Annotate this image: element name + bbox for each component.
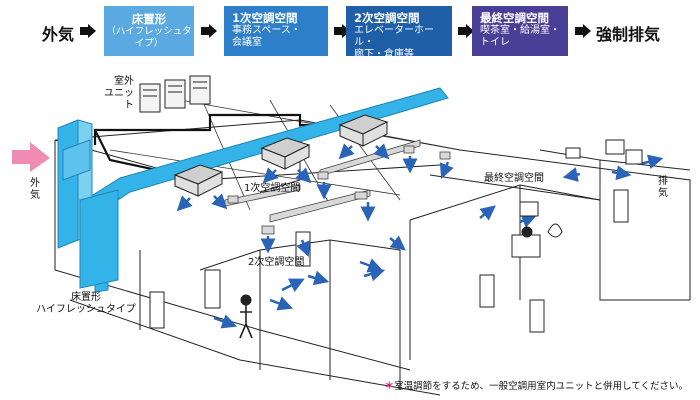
step-floor-unit-title: 床置形	[131, 12, 167, 26]
outdoor-unit-label: 室外 ユニット	[104, 76, 134, 111]
step-final-title: 最終空調空間	[480, 11, 549, 25]
final-space-label: 最終空調空間	[484, 173, 544, 184]
step-primary-space: 1次空調空間 事務スペース・ 会議室	[224, 6, 328, 56]
step-final-space: 最終空調空間 喫茶室・給湯室・ トイレ	[472, 6, 568, 56]
secondary-space-label: 2次空調空間	[248, 257, 305, 268]
floor-unit-icon	[57, 119, 119, 289]
lounge-furniture-icon	[239, 201, 563, 339]
forced-exhaust-label: 強制排気	[596, 25, 661, 44]
step-secondary-sub: エレベーターホール・ 廊下・倉庫等	[354, 25, 434, 60]
outside-air-side-label: 外 気	[30, 178, 40, 201]
step-secondary-space: 2次空調空間 エレベーターホール・ 廊下・倉庫等	[346, 6, 452, 60]
exhaust-side-label: 排 気	[658, 176, 668, 199]
intake-arrow-icon	[12, 142, 50, 172]
step-floor-unit-sub: （ハイフレッシュタイプ）	[106, 26, 192, 49]
flow-arrow-icon	[458, 24, 474, 38]
step-primary-title: 1次空調空間	[232, 11, 298, 25]
primary-space-label: 1次空調空間	[244, 183, 301, 194]
flow-arrow-icon	[201, 24, 217, 38]
door-icon	[149, 189, 629, 333]
airflow-sequence: 外気 床置形 （ハイフレッシュタイプ） 1次空調空間 事務スペース・ 会議室 2…	[0, 0, 700, 64]
building-outline	[54, 119, 691, 396]
building-illustration	[12, 75, 691, 396]
step-floor-unit: 床置形 （ハイフレッシュタイプ）	[104, 6, 194, 56]
step-primary-sub: 事務スペース・ 会議室	[232, 25, 301, 48]
step-final-sub: 喫茶室・給湯室・ トイレ	[480, 25, 560, 48]
floor-unit-label: 床置形 ハイフレッシュタイプ	[36, 292, 136, 315]
usage-note: ＊室温調節をするため、一般空調用室内ユニットと併用してください。	[385, 378, 688, 392]
flow-arrow-icon	[80, 24, 96, 38]
outdoor-unit-icon	[139, 75, 211, 113]
note-asterisk: ＊	[384, 381, 395, 392]
outside-air-label: 外気	[42, 25, 75, 44]
exhaust-fan-icon	[565, 139, 643, 165]
note-text: 室温調節をするため、一般空調用室内ユニットと併用してください。	[394, 381, 688, 392]
flow-arrow-icon	[575, 24, 591, 38]
airflow-arrow-icon	[176, 143, 664, 329]
step-secondary-title: 2次空調空間	[354, 11, 420, 25]
ceiling-cassette-icon	[173, 114, 389, 197]
